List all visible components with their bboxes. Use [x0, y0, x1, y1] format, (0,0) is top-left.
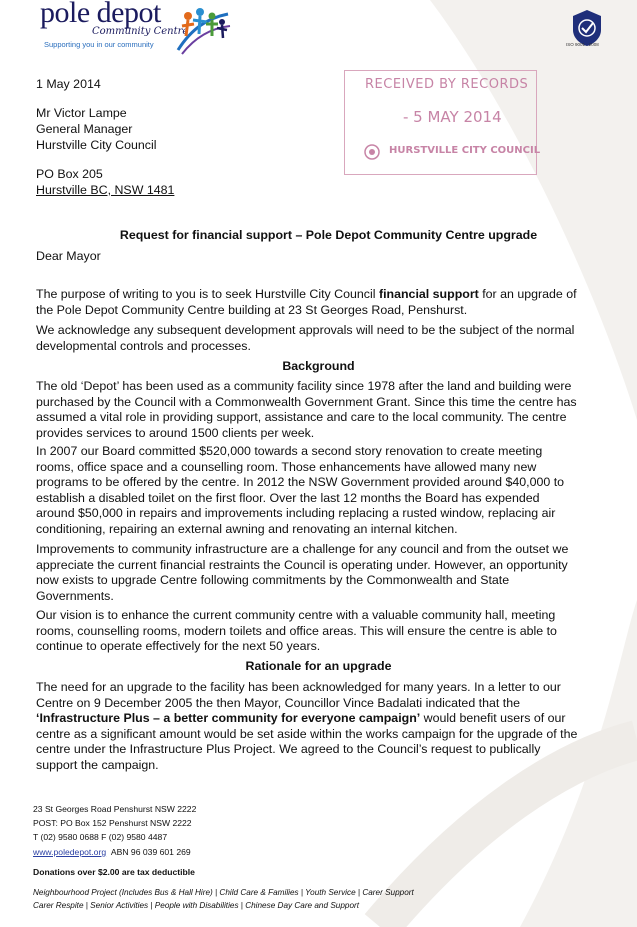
rationale-paragraph: The need for an upgrade to the facility … — [36, 680, 578, 772]
intro-paragraph-1-line-2: the Pole Depot Community Centre building… — [36, 303, 468, 317]
stamp-received-text: RECEIVED BY RECORDS — [365, 77, 529, 92]
rationale-heading: Rationale for an upgrade — [245, 659, 392, 673]
recipient-title: General Manager — [36, 122, 133, 136]
background-paragraph-3: Improvements to community infrastructure… — [36, 542, 569, 603]
footer-services-line-2: Carer Respite | Senior Activities | Peop… — [33, 901, 359, 910]
logo-wordmark: pole depot — [40, 0, 161, 29]
recipient-locality: Hurstville BC, NSW 1481 — [36, 183, 175, 197]
background-paragraph-4: Our vision is to enhance the current com… — [36, 608, 557, 653]
salutation: Dear Mayor — [36, 249, 101, 263]
stamp-council-text: HURSTVILLE CITY COUNCIL — [389, 145, 541, 156]
footer-postal: POST: PO Box 152 Penshurst NSW 2222 — [33, 818, 192, 828]
footer-address: 23 St Georges Road Penshurst NSW 2222 — [33, 804, 197, 814]
certification-text: ISO 9001 : 2008 — [566, 42, 599, 47]
logo-subtitle: Community Centre — [92, 26, 189, 37]
logo-tagline: Supporting you in our community — [44, 40, 154, 49]
recipient-organisation: Hurstville City Council — [36, 138, 157, 152]
intro-paragraph-1: The purpose of writing to you is to seek… — [36, 287, 577, 301]
certification-seal-icon — [573, 10, 601, 46]
council-crest-icon — [364, 144, 380, 160]
received-stamp: RECEIVED BY RECORDS - 5 MAY 2014 HURSTVI… — [344, 70, 541, 175]
letter-subject: Request for financial support – Pole Dep… — [119, 228, 538, 242]
footer-phone: T (02) 9580 0688 F (02) 9580 4487 — [33, 832, 168, 842]
stamp-date-text: - 5 MAY 2014 — [403, 108, 502, 126]
footer-services-line-1: Neighbourhood Project (Includes Bus & Ha… — [33, 888, 414, 897]
intro-paragraph-2-line-1: We acknowledge any subsequent developmen… — [36, 323, 575, 337]
website-link[interactable]: www.poledepot.org — [33, 847, 107, 857]
recipient-po-box: PO Box 205 — [36, 167, 103, 181]
background-heading: Background — [282, 359, 355, 373]
background-paragraph-1: The old ‘Depot’ has been used as a commu… — [36, 379, 577, 440]
letter-date: 1 May 2014 — [36, 77, 101, 91]
people-figures-icon — [176, 8, 231, 55]
background-paragraph-2: In 2007 our Board committed $520,000 tow… — [36, 444, 565, 536]
footer-abn: ABN 96 039 601 269 — [110, 847, 191, 857]
footer-web-abn: www.poledepot.org ABN 96 039 601 269 — [33, 846, 191, 860]
intro-paragraph-2-line-2: developmental controls and processes. — [36, 339, 251, 353]
recipient-name: Mr Victor Lampe — [36, 106, 127, 120]
footer-donations: Donations over $2.00 are tax deductible — [33, 867, 195, 877]
